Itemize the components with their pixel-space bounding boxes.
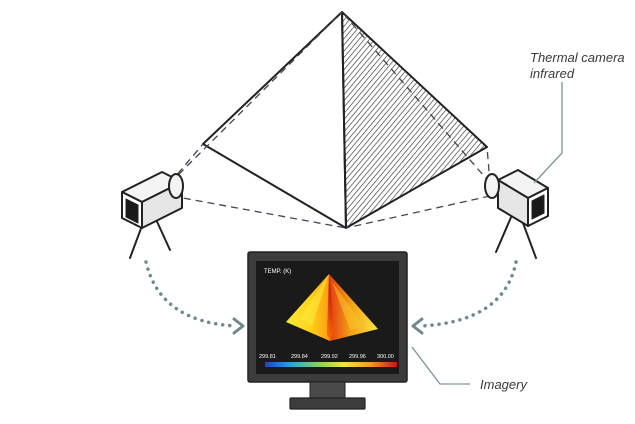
monitor-label: Imagery <box>480 377 528 392</box>
scale-tick-5: 300.00 <box>377 354 394 360</box>
callout-lines <box>411 82 563 385</box>
scale-tick-2: 299.84 <box>291 354 308 360</box>
thermal-image <box>286 274 378 341</box>
scale-tick-1: 299.81 <box>259 354 276 360</box>
camera-label-line1: Thermal camera <box>530 50 625 65</box>
screen-title: TEMP. (K) <box>264 269 291 275</box>
dotted-arrows <box>144 260 518 335</box>
scale-tick-4: 299.96 <box>349 354 366 360</box>
scale-tick-3: 299.92 <box>321 354 338 360</box>
thermal-camera-left-icon <box>121 171 184 259</box>
monitor-icon <box>247 251 408 410</box>
camera-label-line2: infrared <box>530 66 575 81</box>
thermal-camera-right-icon <box>484 169 549 259</box>
camera-view-lines <box>169 11 491 229</box>
pyramid-icon <box>202 11 488 229</box>
